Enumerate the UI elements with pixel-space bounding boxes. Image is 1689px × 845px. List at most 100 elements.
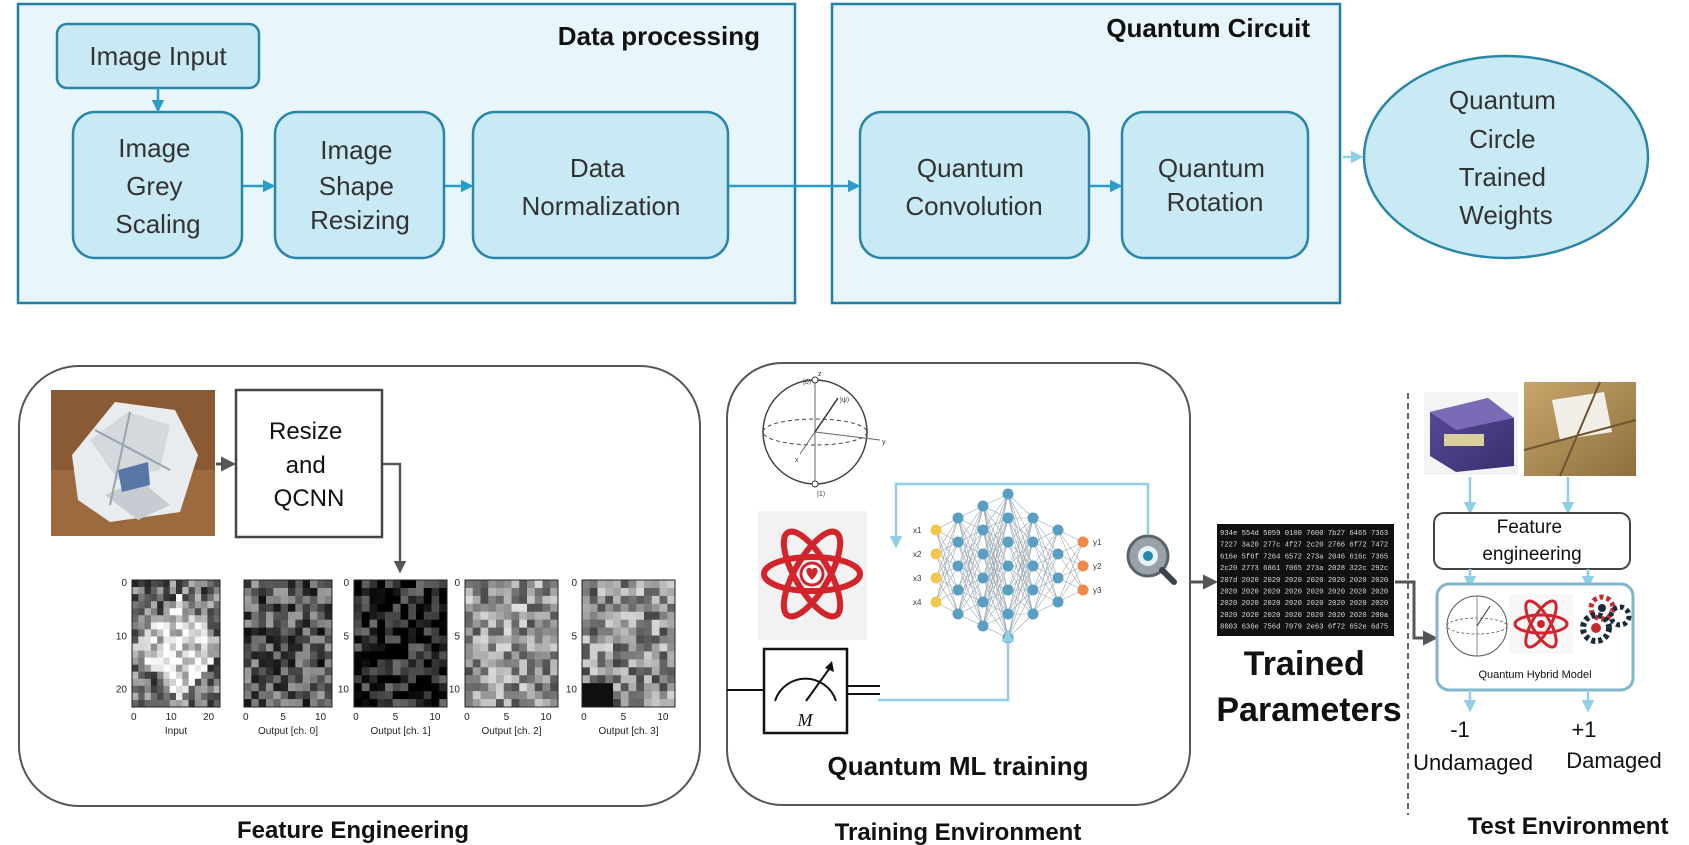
heatmap-cell [644, 635, 653, 644]
heatmap-cell [266, 611, 274, 621]
heatmap-cell [550, 627, 559, 636]
heatmap-cell [589, 627, 598, 636]
resize-qcnn-box [234, 388, 384, 539]
heatmap-cell [273, 587, 282, 597]
test-feature-engineering-box [1433, 512, 1631, 570]
heatmap-cell [503, 691, 512, 700]
heatmap-cell [207, 650, 215, 659]
heatmap-cell [392, 659, 401, 668]
heatmap-cell [377, 683, 386, 692]
heatmap-cell [213, 692, 221, 701]
tick-label-y: 0 [343, 578, 349, 589]
heatmap-cell [628, 611, 637, 621]
heatmap-cell [667, 683, 676, 692]
heatmap-cell [488, 595, 497, 605]
heatmap-cell [207, 615, 215, 623]
heatmap-cell [182, 678, 189, 687]
heatmap-cell [620, 683, 629, 692]
heatmap-cell [636, 595, 645, 605]
heatmap-cell [550, 643, 559, 652]
heatmap-cell [324, 675, 333, 684]
heatmap-cell [324, 683, 333, 692]
heatmap-cell [266, 595, 274, 605]
nn-node [1002, 536, 1014, 548]
heatmap-cell [416, 619, 425, 629]
heatmap-cell [628, 635, 637, 644]
nn-edge [982, 493, 1009, 603]
heatmap-cell [310, 643, 318, 652]
heatmap-cell [620, 619, 629, 629]
heatmap-cell [369, 659, 378, 668]
heatmap-cell [636, 619, 645, 629]
heatmap-cell [144, 601, 152, 609]
heatmap-cell [597, 580, 606, 589]
heatmap-cell [194, 580, 202, 588]
heatmap-cell [416, 635, 425, 644]
heatmap-cell [511, 667, 520, 676]
heatmap-cell [188, 594, 196, 602]
nn-edge [1007, 565, 1034, 639]
heatmap-cell [317, 611, 326, 621]
heatmap-cell [144, 608, 152, 616]
heatmap-cell [416, 587, 425, 597]
nn-node [930, 524, 942, 536]
tick-label-x: 10 [657, 712, 669, 723]
gears-icon [1580, 594, 1632, 644]
heatmap-cell [659, 587, 668, 597]
heatmap-cell [369, 595, 378, 605]
heatmap-cell [354, 611, 363, 621]
test-feature-engineering-label: Feature engineering [1482, 517, 1581, 565]
heatmap-cell [188, 671, 196, 680]
heatmap-cell [659, 699, 668, 708]
heatmap-cell [273, 619, 282, 629]
heatmap-cell [295, 635, 304, 644]
heatmap-cell [138, 594, 145, 602]
heatmap-cell [317, 675, 326, 684]
heatmap-cell [651, 587, 660, 597]
heatmap-cell [431, 611, 440, 621]
heatmap-cell [169, 587, 177, 595]
hex-dump-block [1217, 524, 1394, 636]
heatmap-cell [527, 627, 536, 636]
heatmap-cell [439, 611, 448, 621]
heatmap-cell [628, 651, 637, 660]
heatmap-cell [150, 692, 158, 701]
heatmap-cell [176, 664, 183, 673]
heatmap-cell [582, 659, 591, 668]
heatmap-cell [169, 678, 177, 687]
heatmap-cell [377, 635, 386, 644]
heatmap-cell [310, 675, 318, 684]
heatmap-cell [496, 619, 505, 629]
heatmap-cell [324, 635, 333, 644]
heatmap-cell [542, 635, 551, 644]
heatmap-cell [188, 650, 196, 659]
heatmap-cell [488, 699, 497, 708]
heatmap-cell [194, 643, 202, 651]
heatmap-cell [182, 643, 189, 651]
heatmap-cell [302, 611, 311, 621]
heatmap-cell [244, 667, 252, 676]
heatmap-cell [258, 619, 267, 629]
nn-edge [1032, 577, 1059, 615]
heatmap-cell [385, 627, 394, 636]
heatmap-cell [519, 675, 528, 684]
heatmap-cell [408, 651, 417, 660]
heatmap-cell [132, 594, 139, 602]
heatmap-cell [636, 580, 645, 589]
heatmap-cell [385, 683, 394, 692]
heatmap-cell [157, 622, 164, 630]
heatmap-cell [651, 659, 660, 668]
heatmap-cell [324, 691, 333, 700]
heatmap-cell [400, 651, 409, 660]
heatmap-cell [201, 594, 208, 602]
nn-node [930, 548, 942, 560]
heatmap-cell [201, 608, 208, 616]
heatmap-cell [613, 619, 622, 629]
heatmap-cell [416, 651, 425, 660]
heatmap-cell [400, 667, 409, 676]
heatmap-cell [659, 683, 668, 692]
heatmap-cell [651, 683, 660, 692]
heatmap-cell [317, 651, 326, 660]
heatmap-cell [310, 580, 318, 589]
heatmap-cell [400, 691, 409, 700]
